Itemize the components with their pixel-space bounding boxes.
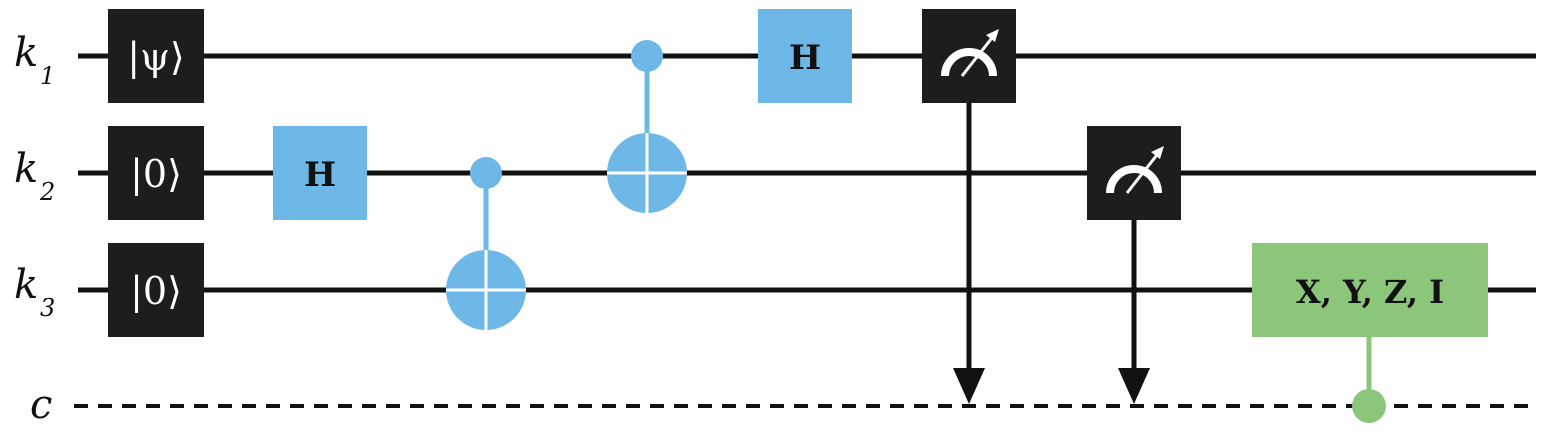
hadamard-gate-k1-label: H bbox=[789, 38, 821, 78]
init-state-k1: |ψ⟩ bbox=[108, 9, 204, 103]
cnot-gate-k2-k3 bbox=[446, 157, 526, 330]
meter-icon bbox=[1106, 146, 1164, 194]
meter-icon bbox=[941, 29, 999, 77]
correction-gate-box bbox=[1252, 243, 1488, 337]
wire-label-c: c bbox=[30, 382, 52, 428]
init-state-k2-box bbox=[108, 126, 204, 220]
classical-control-dot bbox=[1352, 389, 1386, 423]
init-state-k1-label: |ψ⟩ bbox=[127, 35, 184, 79]
hadamard-gate-k2-label: H bbox=[304, 155, 336, 195]
arrow-down-icon bbox=[953, 368, 985, 404]
hadamard-gate-k2: H bbox=[273, 126, 367, 220]
wire-label-k1-subscript: 1 bbox=[40, 62, 55, 90]
init-state-k1-box bbox=[108, 9, 204, 103]
correction-gate-label: X, Y, Z, I bbox=[1296, 273, 1444, 311]
wire-label-k2-subscript: 2 bbox=[39, 178, 55, 206]
control-dot-k1 bbox=[631, 40, 663, 72]
wire-label-k2-main: k bbox=[14, 146, 38, 192]
wire-label-c-main: c bbox=[30, 382, 52, 428]
init-state-k2-label: |0⟩ bbox=[130, 152, 182, 196]
wire-label-k2: k 2 bbox=[14, 146, 55, 206]
hadamard-gate-k2-box bbox=[273, 126, 367, 220]
measurement-gate-k2 bbox=[1087, 126, 1181, 220]
correction-gate-k3: X, Y, Z, I bbox=[1252, 243, 1488, 423]
classical-link-k1-to-c bbox=[953, 103, 985, 404]
arrow-down-icon bbox=[1118, 368, 1150, 404]
cnot-gate-k1-k2 bbox=[607, 40, 687, 213]
hadamard-gate-k1: H bbox=[758, 9, 852, 103]
wire-label-k3: k 3 bbox=[14, 262, 55, 322]
init-state-k2: |0⟩ bbox=[108, 126, 204, 220]
wire-label-k3-subscript: 3 bbox=[40, 294, 55, 322]
classical-link-k2-to-c bbox=[1118, 220, 1150, 404]
wire-label-k1: k 1 bbox=[14, 30, 55, 90]
hadamard-gate-k1-box bbox=[758, 9, 852, 103]
init-state-k3-label: |0⟩ bbox=[130, 269, 182, 313]
init-state-k3-box bbox=[108, 243, 204, 337]
init-state-k3: |0⟩ bbox=[108, 243, 204, 337]
wire-label-k1-main: k bbox=[14, 30, 38, 76]
measurement-gate-k1 bbox=[922, 9, 1016, 103]
wire-label-k3-main: k bbox=[14, 262, 38, 308]
control-dot-k2 bbox=[470, 157, 502, 189]
